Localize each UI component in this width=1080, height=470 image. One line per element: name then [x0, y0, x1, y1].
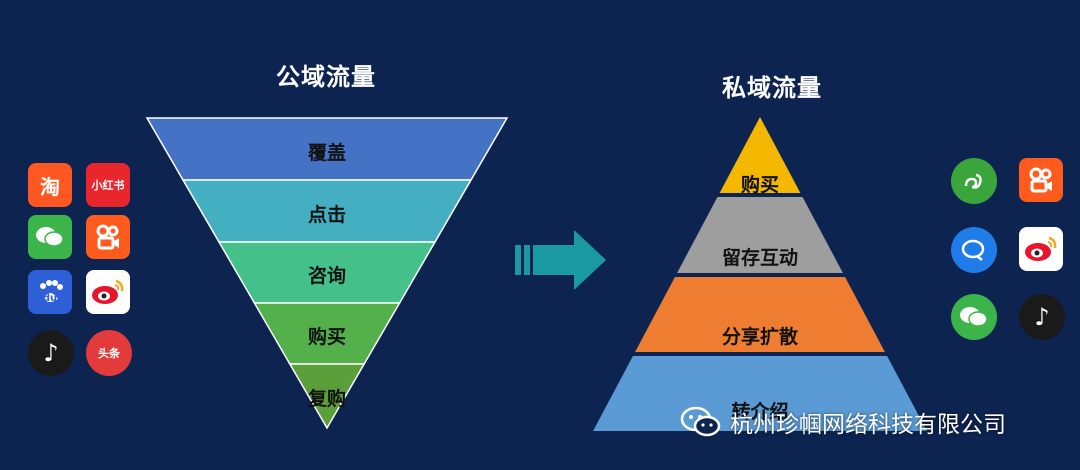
- pyramid-layer-label: 购买: [740, 174, 780, 196]
- kuaishou-icon: [1019, 158, 1063, 202]
- watermark: 杭州珍帼网络科技有限公司: [680, 400, 1006, 444]
- arrow-shaft: [533, 245, 575, 275]
- arrow-head: [574, 230, 606, 290]
- douyin-icon: ♪: [28, 330, 74, 376]
- kuaishou-icon: [86, 215, 130, 259]
- pyramid-layer-label: 转介绍: [731, 401, 789, 423]
- transition-arrow: [515, 230, 606, 290]
- funnel-layer-label: 复购: [307, 388, 347, 410]
- baidu-icon: du: [28, 270, 72, 314]
- toutiao-icon: 头条: [86, 330, 132, 376]
- watermark-text: 杭州珍帼网络科技有限公司: [730, 412, 1006, 438]
- enterprise-wechat-icon: [951, 227, 997, 273]
- weibo-icon: [1019, 227, 1063, 271]
- funnel-layer-label: 点击: [307, 204, 347, 226]
- public-traffic-funnel: [145, 117, 509, 430]
- mini-program-icon: [951, 158, 997, 204]
- wechat-icon: [28, 215, 72, 259]
- taobao-icon: 淘: [28, 163, 72, 207]
- pyramid-layer: [635, 277, 885, 352]
- funnel-layer: [288, 363, 366, 430]
- funnel-layer-label: 咨询: [307, 265, 347, 287]
- pyramid-layer-label: 留存互动: [721, 247, 799, 269]
- funnel-layer-label: 覆盖: [307, 142, 347, 164]
- private-traffic-pyramid: [593, 117, 927, 431]
- arrow-stripe: [515, 245, 521, 275]
- weibo-icon: [86, 270, 130, 314]
- private-traffic-title: 私域流量: [722, 74, 822, 102]
- xiaohongshu-icon: 小红书: [86, 163, 130, 207]
- pyramid-layer-label: 分享扩散: [721, 326, 799, 348]
- wechat-icon: [951, 294, 997, 340]
- pyramid-layer: [677, 197, 843, 273]
- douyin-icon: ♪: [1019, 294, 1065, 340]
- arrow-stripe: [524, 245, 530, 275]
- wechat-official-account-icon: [680, 406, 721, 437]
- pyramid-layer: [719, 117, 801, 193]
- funnel-layer-label: 购买: [307, 326, 347, 348]
- public-traffic-title: 公域流量: [276, 63, 376, 91]
- pyramid-layer: [593, 356, 927, 431]
